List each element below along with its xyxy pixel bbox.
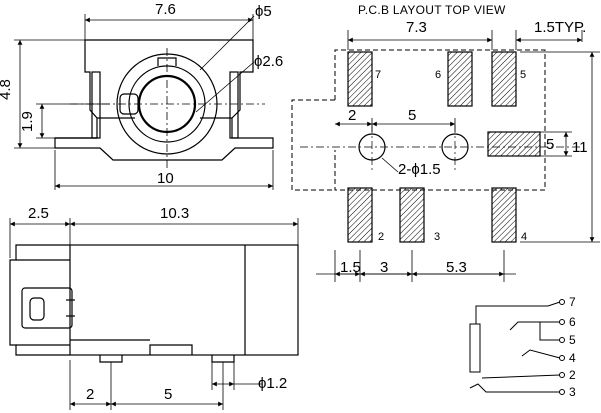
pad-5	[491, 51, 517, 107]
schem-pin-7: 7	[569, 295, 576, 309]
schematic-box	[469, 323, 481, 373]
pad-4	[491, 187, 517, 243]
side-view	[9, 244, 299, 363]
dim-front-step: 1.9	[19, 111, 36, 132]
dim-pcb-total-height: 11	[572, 139, 588, 156]
pcb-centrelines	[300, 125, 580, 172]
dim-inner-diameter: ϕ2.6	[254, 53, 283, 70]
side-boss-left	[99, 355, 123, 363]
side-boss-right	[211, 355, 235, 363]
dim-pcb-top-span: 7.3	[406, 19, 427, 36]
front-dimensions	[14, 14, 274, 190]
dim-front-base: 10	[157, 170, 174, 187]
dim-side-left: 2.5	[28, 205, 49, 222]
side-flange	[9, 244, 70, 356]
pad-centre	[487, 131, 541, 157]
pin-label-6: 6	[435, 69, 441, 81]
pin-label-3: 3	[434, 231, 440, 243]
dim-pcb-pad-height: 5	[546, 136, 554, 153]
pcb-dimensions	[316, 30, 600, 282]
pad-7	[347, 51, 373, 107]
dim-side-pin-dia: ϕ1.2	[258, 375, 287, 392]
side-dimensions	[9, 218, 299, 410]
side-main-body	[69, 244, 299, 356]
pad-2	[347, 187, 373, 243]
dim-pcb-gap-a: 2	[348, 107, 356, 124]
dim-side-pin-a: 2	[86, 386, 94, 403]
pin-label-5: 5	[520, 69, 526, 81]
pcb-outline	[291, 49, 546, 191]
schem-pin-3: 3	[569, 385, 576, 399]
front-view	[54, 39, 274, 170]
dim-pcb-bottom-a: 1.5	[340, 259, 361, 276]
schem-pin-5: 5	[569, 333, 576, 347]
pin-label-2: 2	[378, 231, 384, 243]
dim-pcb-bottom-b: 3	[380, 259, 388, 276]
dim-front-height: 4.8	[0, 79, 14, 100]
schem-pin-4: 4	[569, 351, 576, 365]
dim-pcb-bottom-c: 5.3	[446, 259, 467, 276]
schem-pin-2: 2	[569, 368, 576, 382]
side-terminal-slot	[29, 297, 45, 321]
front-right-tab	[229, 71, 239, 139]
pcb-title: P.C.B LAYOUT TOP VIEW	[358, 3, 506, 17]
dim-side-pin-b: 5	[164, 386, 172, 403]
dim-front-width: 7.6	[155, 1, 176, 18]
dim-pcb-gap-b: 5	[408, 107, 416, 124]
dim-side-body: 10.3	[160, 205, 189, 222]
pad-6	[447, 51, 473, 107]
schem-pin-6: 6	[569, 315, 576, 329]
pin-label-4: 4	[521, 231, 527, 243]
dim-pcb-holes: 2-ϕ1.5	[398, 161, 441, 178]
dim-pcb-typ: 1.5TYP.	[534, 19, 586, 36]
side-terminal	[21, 287, 73, 329]
top-notch	[157, 57, 177, 66]
front-left-tab	[91, 71, 101, 139]
pad-3	[399, 187, 425, 243]
pin-label-7: 7	[375, 69, 381, 81]
schematic	[469, 299, 565, 395]
dim-outer-diameter: ϕ5	[255, 3, 272, 20]
